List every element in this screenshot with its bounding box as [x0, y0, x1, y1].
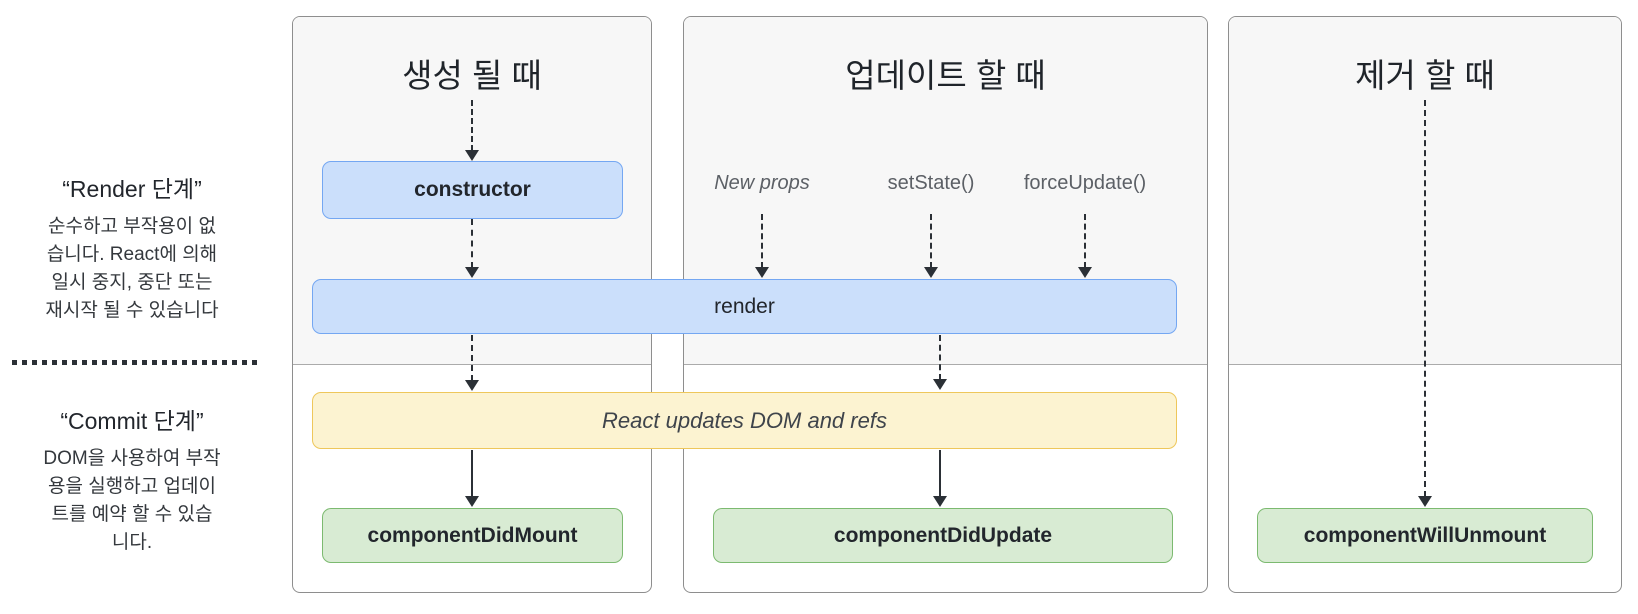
- componentwillunmount-label: componentWillUnmount: [1303, 523, 1547, 547]
- forceupdate-label: forceUpdate(): [1023, 172, 1147, 194]
- render-phase-note: “Render 단계” 순수하고 부작용이 없 습니다. React에 의해 일…: [6, 170, 258, 325]
- constructor-box: constructor: [322, 161, 623, 219]
- flow-arrow-forceupdate-to-render: [1077, 214, 1093, 278]
- flow-arrow-setstate-to-render: [923, 214, 939, 278]
- componentwillunmount-box: componentWillUnmount: [1257, 508, 1593, 563]
- flow-arrow-constructor-to-render: [464, 219, 480, 278]
- componentdidupdate-box: componentDidUpdate: [713, 508, 1173, 563]
- componentdidmount-label: componentDidMount: [367, 523, 578, 547]
- render-phase-description: 순수하고 부작용이 없 습니다. React에 의해 일시 중지, 중단 또는 …: [45, 216, 219, 321]
- flow-arrow-header-to-constructor: [464, 100, 480, 161]
- mount-column-header: 생성 될 때: [402, 57, 542, 94]
- render-box: render: [312, 279, 1177, 334]
- componentdidmount-box: componentDidMount: [322, 508, 623, 563]
- new-props-label: New props: [714, 172, 810, 194]
- flow-arrow-domupdate-to-didupdate: [932, 450, 948, 507]
- flow-arrow-header-to-willunmount: [1417, 100, 1433, 507]
- commit-phase-description: DOM을 사용하여 부작 용을 실행하고 업데이 트를 예약 할 수 있습 니다…: [43, 448, 221, 553]
- render-label: render: [714, 294, 775, 318]
- componentdidupdate-label: componentDidUpdate: [833, 523, 1053, 547]
- constructor-label: constructor: [414, 178, 531, 201]
- flow-arrow-domupdate-to-didmount: [464, 450, 480, 507]
- flow-arrow-render-to-domupdate-mount: [464, 335, 480, 391]
- unmount-column-header: 제거 할 때: [1355, 57, 1495, 94]
- react-updates-dom-box: React updates DOM and refs: [312, 392, 1177, 449]
- commit-phase-title: “Commit 단계”: [60, 408, 204, 434]
- flow-arrow-newprops-to-render: [754, 214, 770, 278]
- render-phase-title: “Render 단계”: [62, 176, 202, 202]
- react-updates-dom-label: React updates DOM and refs: [602, 407, 887, 433]
- setstate-label: setState(): [887, 172, 975, 194]
- phase-divider-dotted-line: [12, 360, 262, 365]
- flow-arrow-render-to-domupdate-update: [932, 335, 948, 390]
- commit-phase-note: “Commit 단계” DOM을 사용하여 부작 용을 실행하고 업데이 트를 …: [6, 402, 258, 557]
- update-column-header: 업데이트 할 때: [845, 57, 1046, 94]
